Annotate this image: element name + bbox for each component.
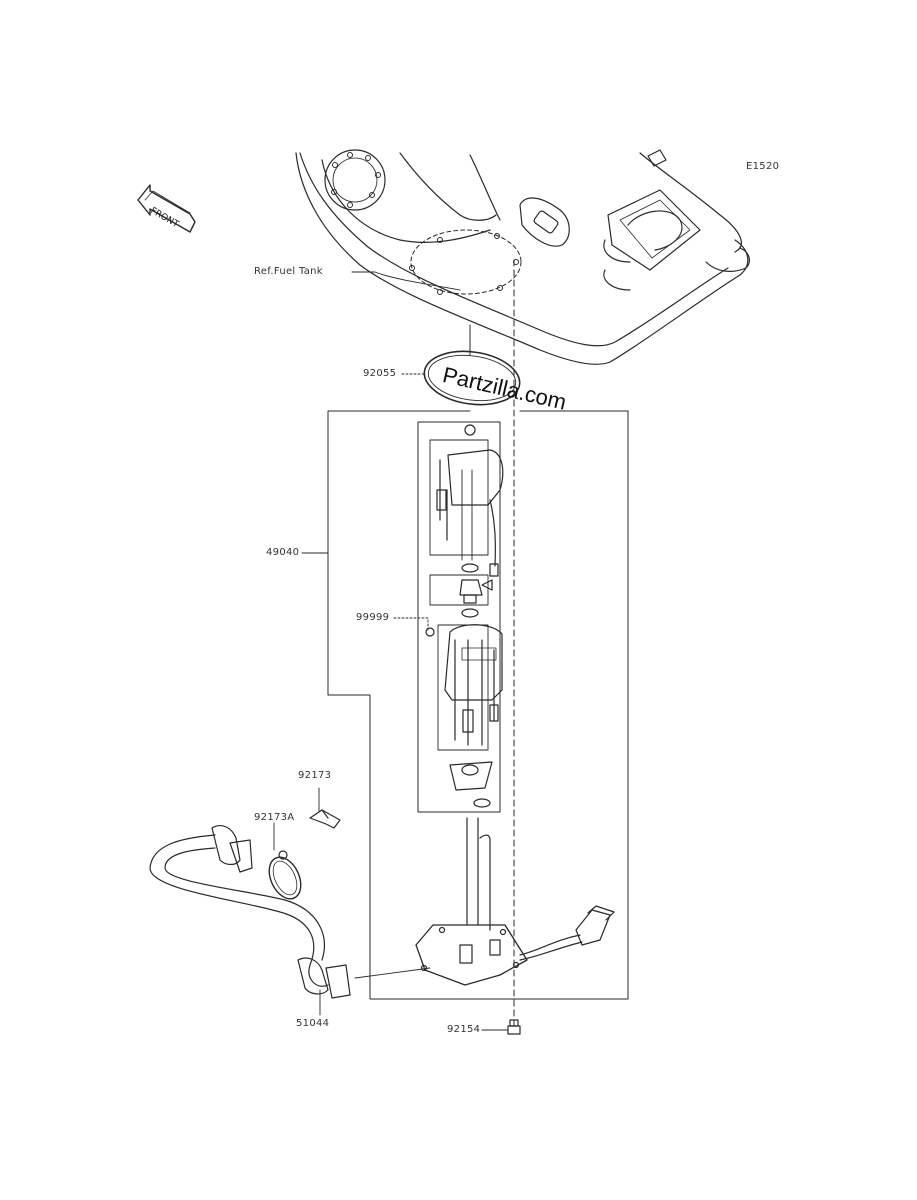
part-label-92173[interactable]: 92173 bbox=[298, 770, 332, 781]
clamp-ring-92173A bbox=[268, 850, 302, 900]
part-label-92154[interactable]: 92154 bbox=[447, 1024, 481, 1035]
reference-label: Ref.Fuel Tank bbox=[254, 266, 323, 277]
filter-part bbox=[459, 579, 493, 604]
o-ring-92055 bbox=[423, 350, 521, 406]
part-label-51044[interactable]: 51044 bbox=[296, 1018, 330, 1029]
part-label-92055[interactable]: 92055 bbox=[363, 368, 397, 379]
assembly-bracket-49040 bbox=[327, 410, 629, 1000]
fuel-tank bbox=[295, 149, 750, 365]
clamp-92173 bbox=[309, 809, 341, 829]
part-label-92173A[interactable]: 92173A bbox=[254, 812, 295, 823]
fuel-hose-51044 bbox=[149, 825, 351, 999]
regulator-plate bbox=[449, 761, 493, 791]
front-label: FRONT bbox=[149, 206, 181, 230]
front-arrow-icon: FRONT bbox=[137, 184, 196, 233]
pump-lower-module bbox=[425, 624, 503, 746]
diagram-code: E1520 bbox=[746, 161, 780, 172]
pump-upper-module bbox=[436, 424, 504, 577]
part-label-49040[interactable]: 49040 bbox=[266, 547, 300, 558]
part-label-99999[interactable]: 99999 bbox=[356, 612, 390, 623]
pump-flange bbox=[415, 817, 615, 986]
